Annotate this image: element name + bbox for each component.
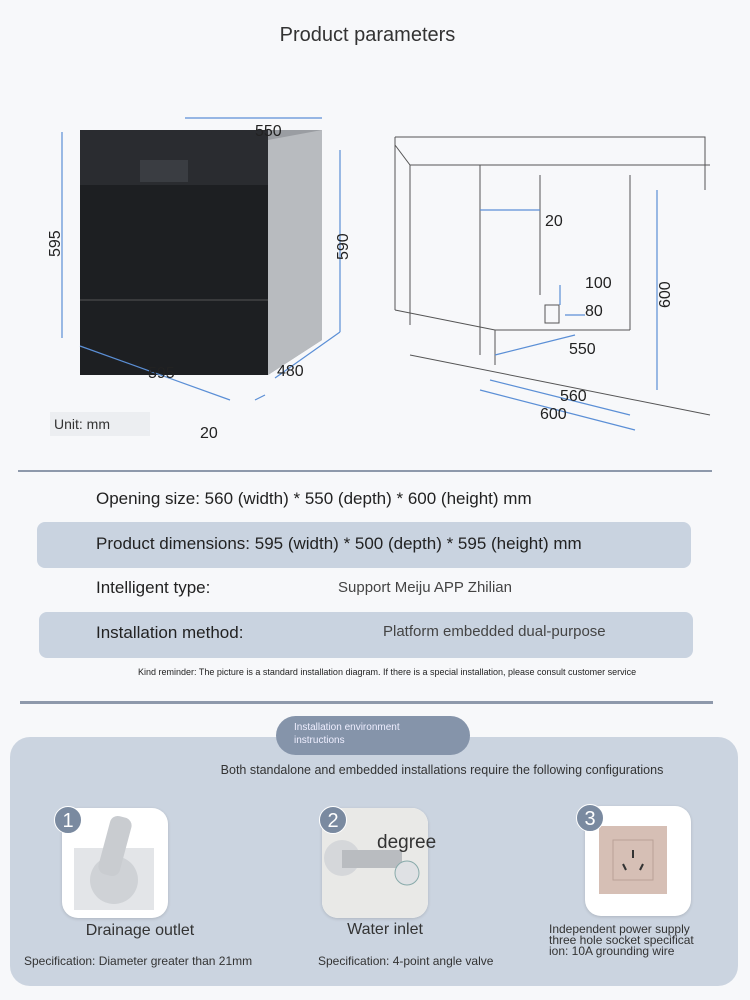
divider (18, 470, 712, 472)
water-inlet-spec: Specification: 4-point angle valve (318, 954, 494, 968)
spec-intelligent-type-label: Intelligent type: (96, 578, 211, 597)
dim-cutout-height: 100 (585, 275, 612, 292)
dim-opening-height: 600 (657, 281, 674, 308)
dim-height-front: 595 (47, 230, 64, 257)
dishwasher-dimension-diagram: 550 595 590 595 480 20 Unit: mm (47, 117, 352, 442)
drainage-outlet-spec: Specification: Diameter greater than 21m… (24, 954, 253, 968)
dim-opening-depth: 550 (569, 341, 596, 358)
degree-overlay-text: degree (377, 832, 437, 853)
dim-height-side: 590 (335, 233, 352, 260)
spec-opening-size: Opening size: 560 (width) * 550 (depth) … (96, 489, 532, 508)
step-badge-3: 3 (576, 804, 604, 832)
dim-outer-width: 600 (540, 406, 567, 423)
page-title: Product parameters (279, 24, 456, 46)
kind-reminder: Kind reminder: The picture is a standard… (138, 667, 637, 677)
dim-depth: 480 (277, 363, 304, 380)
environment-pill: Installation environment instructions (276, 716, 470, 755)
dim-gap: 20 (200, 425, 218, 442)
power-supply-spec: Independent power supply three hole sock… (549, 922, 694, 958)
step-badge-2: 2 (319, 806, 347, 834)
power-socket-image (585, 806, 691, 916)
spec-band (39, 612, 693, 658)
water-inlet-label: Water inlet (347, 921, 423, 938)
unit-label: Unit: mm (54, 416, 110, 432)
environment-subtitle: Both standalone and embedded installatio… (220, 763, 664, 777)
spec-intelligent-type-value: Support Meiju APP Zhilian (338, 579, 512, 596)
step-badge-1: 1 (54, 806, 82, 834)
dim-cutout-width: 80 (585, 303, 603, 320)
spec-band (37, 522, 691, 568)
drainage-outlet-label: Drainage outlet (85, 922, 195, 939)
cabinet-opening-diagram: 20 600 100 80 550 560 600 (394, 136, 711, 431)
spec-installation-method-value: Platform embedded dual-purpose (383, 623, 606, 640)
dim-inner-width: 560 (560, 388, 587, 405)
dim-width: 550 (255, 123, 282, 140)
spec-installation-method-label: Installation method: (96, 623, 244, 642)
divider (20, 701, 713, 704)
dim-side-gap: 20 (545, 213, 563, 230)
spec-product-dimensions: Product dimensions: 595 (width) * 500 (d… (96, 534, 582, 553)
dim-front-width: 595 (148, 365, 175, 382)
